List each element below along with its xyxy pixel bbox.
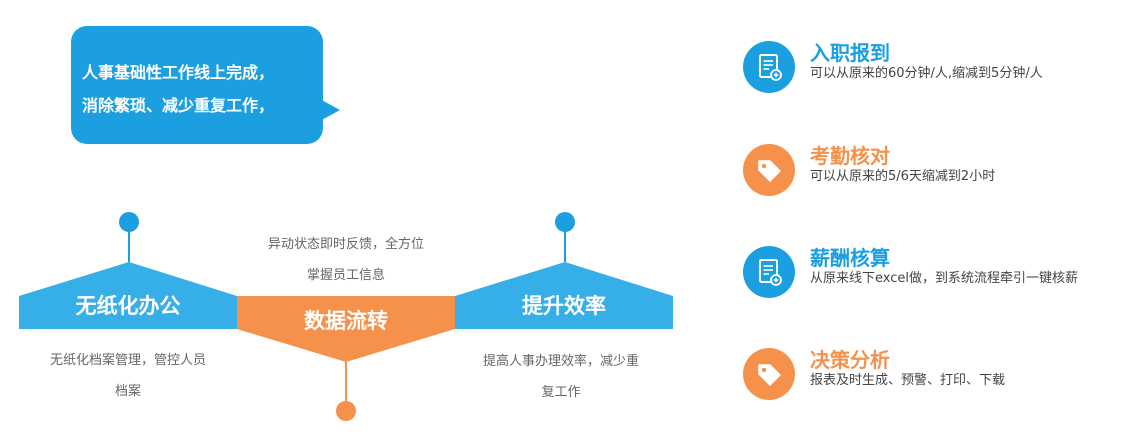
right-shape <box>455 262 673 329</box>
feature-title: 考勤核对 <box>810 144 890 168</box>
tag-icon <box>743 144 795 196</box>
document-icon <box>743 41 795 93</box>
process-diagram <box>19 212 673 421</box>
feature-description: 从原来线下excel做，到系统流程牵引一键核薪 <box>810 271 1078 286</box>
feature-payroll: 薪酬核算 从原来线下excel做，到系统流程牵引一键核薪 <box>743 246 1113 306</box>
right-pin-dot <box>555 212 575 232</box>
speech-bubble-tail <box>318 98 340 122</box>
feature-attendance: 考勤核对 可以从原来的5/6天缩减到2小时 <box>743 144 1113 204</box>
center-description: 异动状态即时反馈，全方位 掌握员工信息 <box>230 229 462 291</box>
center-desc-line-2: 掌握员工信息 <box>306 268 385 283</box>
feature-description: 可以从原来的60分钟/人,缩减到5分钟/人 <box>810 66 1043 81</box>
left-shape-label: 无纸化办公 <box>75 294 181 318</box>
speech-bubble: 人事基础性工作线上完成， 消除繁琐、减少重复工作， <box>71 26 323 144</box>
right-desc-line-1: 提高人事办理效率，减少重 <box>482 354 639 369</box>
left-desc-line-1: 无纸化档案管理，管控人员 <box>49 353 206 368</box>
bubble-line-2: 消除繁琐、减少重复工作， <box>82 96 275 115</box>
bubble-line-1: 人事基础性工作线上完成， <box>82 63 275 82</box>
document-icon <box>743 246 795 298</box>
right-shape-label: 提升效率 <box>522 294 606 318</box>
center-desc-line-1: 异动状态即时反馈，全方位 <box>267 237 424 252</box>
left-pin-dot <box>119 212 139 232</box>
feature-title: 入职报到 <box>810 41 890 65</box>
left-desc-line-2: 档案 <box>114 384 141 399</box>
center-pin-dot <box>336 401 356 421</box>
feature-onboarding: 入职报到 可以从原来的60分钟/人,缩减到5分钟/人 <box>743 41 1113 101</box>
center-shape <box>237 296 455 362</box>
feature-decision: 决策分析 报表及时生成、预警、打印、下载 <box>743 348 1113 408</box>
left-shape <box>19 262 237 329</box>
right-description: 提高人事办理效率，减少重 复工作 <box>445 346 677 408</box>
left-description: 无纸化档案管理，管控人员 档案 <box>12 345 244 407</box>
feature-description: 可以从原来的5/6天缩减到2小时 <box>810 169 996 184</box>
feature-title: 决策分析 <box>810 348 890 372</box>
feature-title: 薪酬核算 <box>810 246 890 270</box>
center-shape-label: 数据流转 <box>304 309 388 333</box>
right-desc-line-2: 复工作 <box>541 385 581 400</box>
tag-icon <box>743 348 795 400</box>
feature-description: 报表及时生成、预警、打印、下载 <box>810 373 1006 388</box>
